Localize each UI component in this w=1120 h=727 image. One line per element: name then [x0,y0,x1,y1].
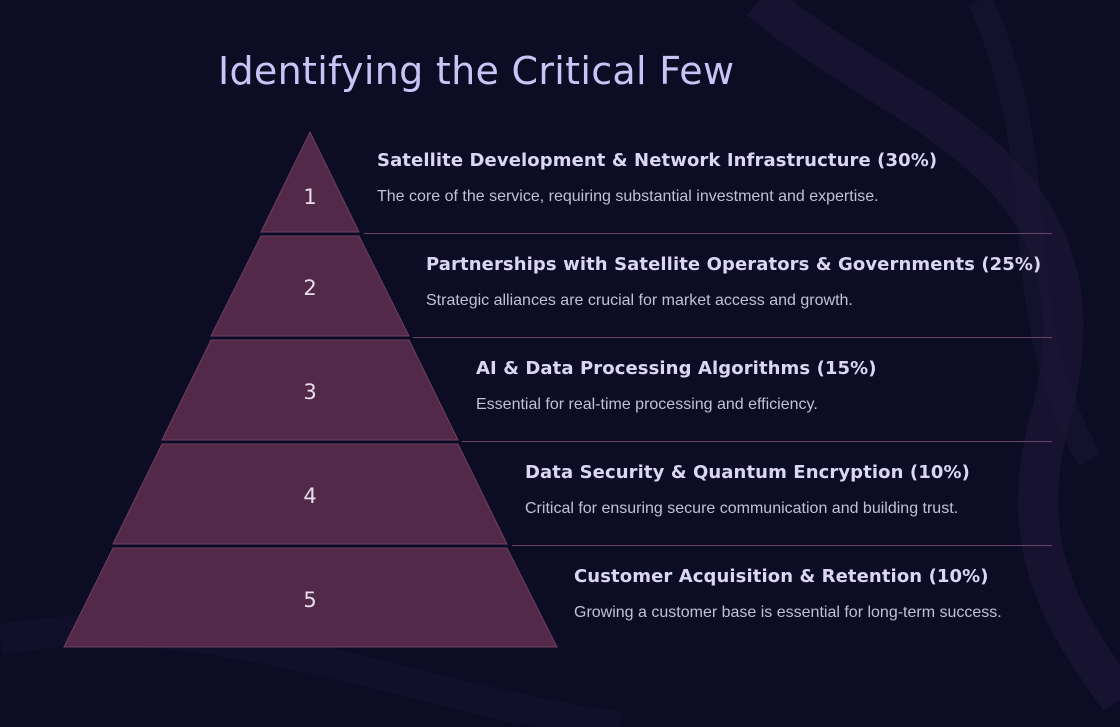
tier-text-1: Satellite Development & Network Infrastr… [377,149,937,208]
tier-shape-3 [161,339,459,441]
tier-number-5: 5 [303,588,316,612]
tier-description-2: Strategic alliances are crucial for mark… [426,292,853,309]
page-title: Identifying the Critical Few [218,49,735,93]
tier-divider-1 [364,233,1052,234]
tier-number-2: 2 [303,276,316,300]
tier-divider-3 [462,441,1052,442]
pyramid-tier-5: 5 [63,547,558,648]
tier-text-5: Customer Acquisition & Retention (10%) G… [574,565,1002,624]
tier-description-3: Essential for real-time processing and e… [476,396,818,413]
tier-heading-2: Partnerships with Satellite Operators & … [426,254,1042,275]
tier-shape-2 [210,235,410,337]
tier-description-4: Critical for ensuring secure communicati… [525,500,959,517]
pyramid-tier-2: 2 [210,235,410,337]
tier-divider-4 [512,545,1052,546]
tier-divider-2 [413,337,1052,338]
tier-number-4: 4 [303,484,316,508]
pyramid-tier-3: 3 [161,339,459,441]
tier-heading-3: AI & Data Processing Algorithms (15%) [476,358,877,379]
tier-description-1: The core of the service, requiring subst… [377,188,879,205]
tier-heading-5: Customer Acquisition & Retention (10%) [574,566,989,587]
tier-shape-4 [112,443,508,545]
tier-text-2: Partnerships with Satellite Operators & … [426,253,1041,312]
pyramid-tier-4: 4 [112,443,508,545]
tier-shape-1 [260,130,360,233]
tier-heading-4: Data Security & Quantum Encryption (10%) [525,462,970,483]
tier-text-3: AI & Data Processing Algorithms (15%) Es… [476,357,877,416]
pyramid-tier-1: 1 [260,130,360,233]
tier-text-4: Data Security & Quantum Encryption (10%)… [525,461,970,520]
tier-heading-1: Satellite Development & Network Infrastr… [377,150,938,171]
tier-description-5: Growing a customer base is essential for… [574,604,1002,621]
tier-number-3: 3 [303,380,316,404]
tier-number-1: 1 [303,185,316,209]
tier-shape-5 [63,547,558,648]
